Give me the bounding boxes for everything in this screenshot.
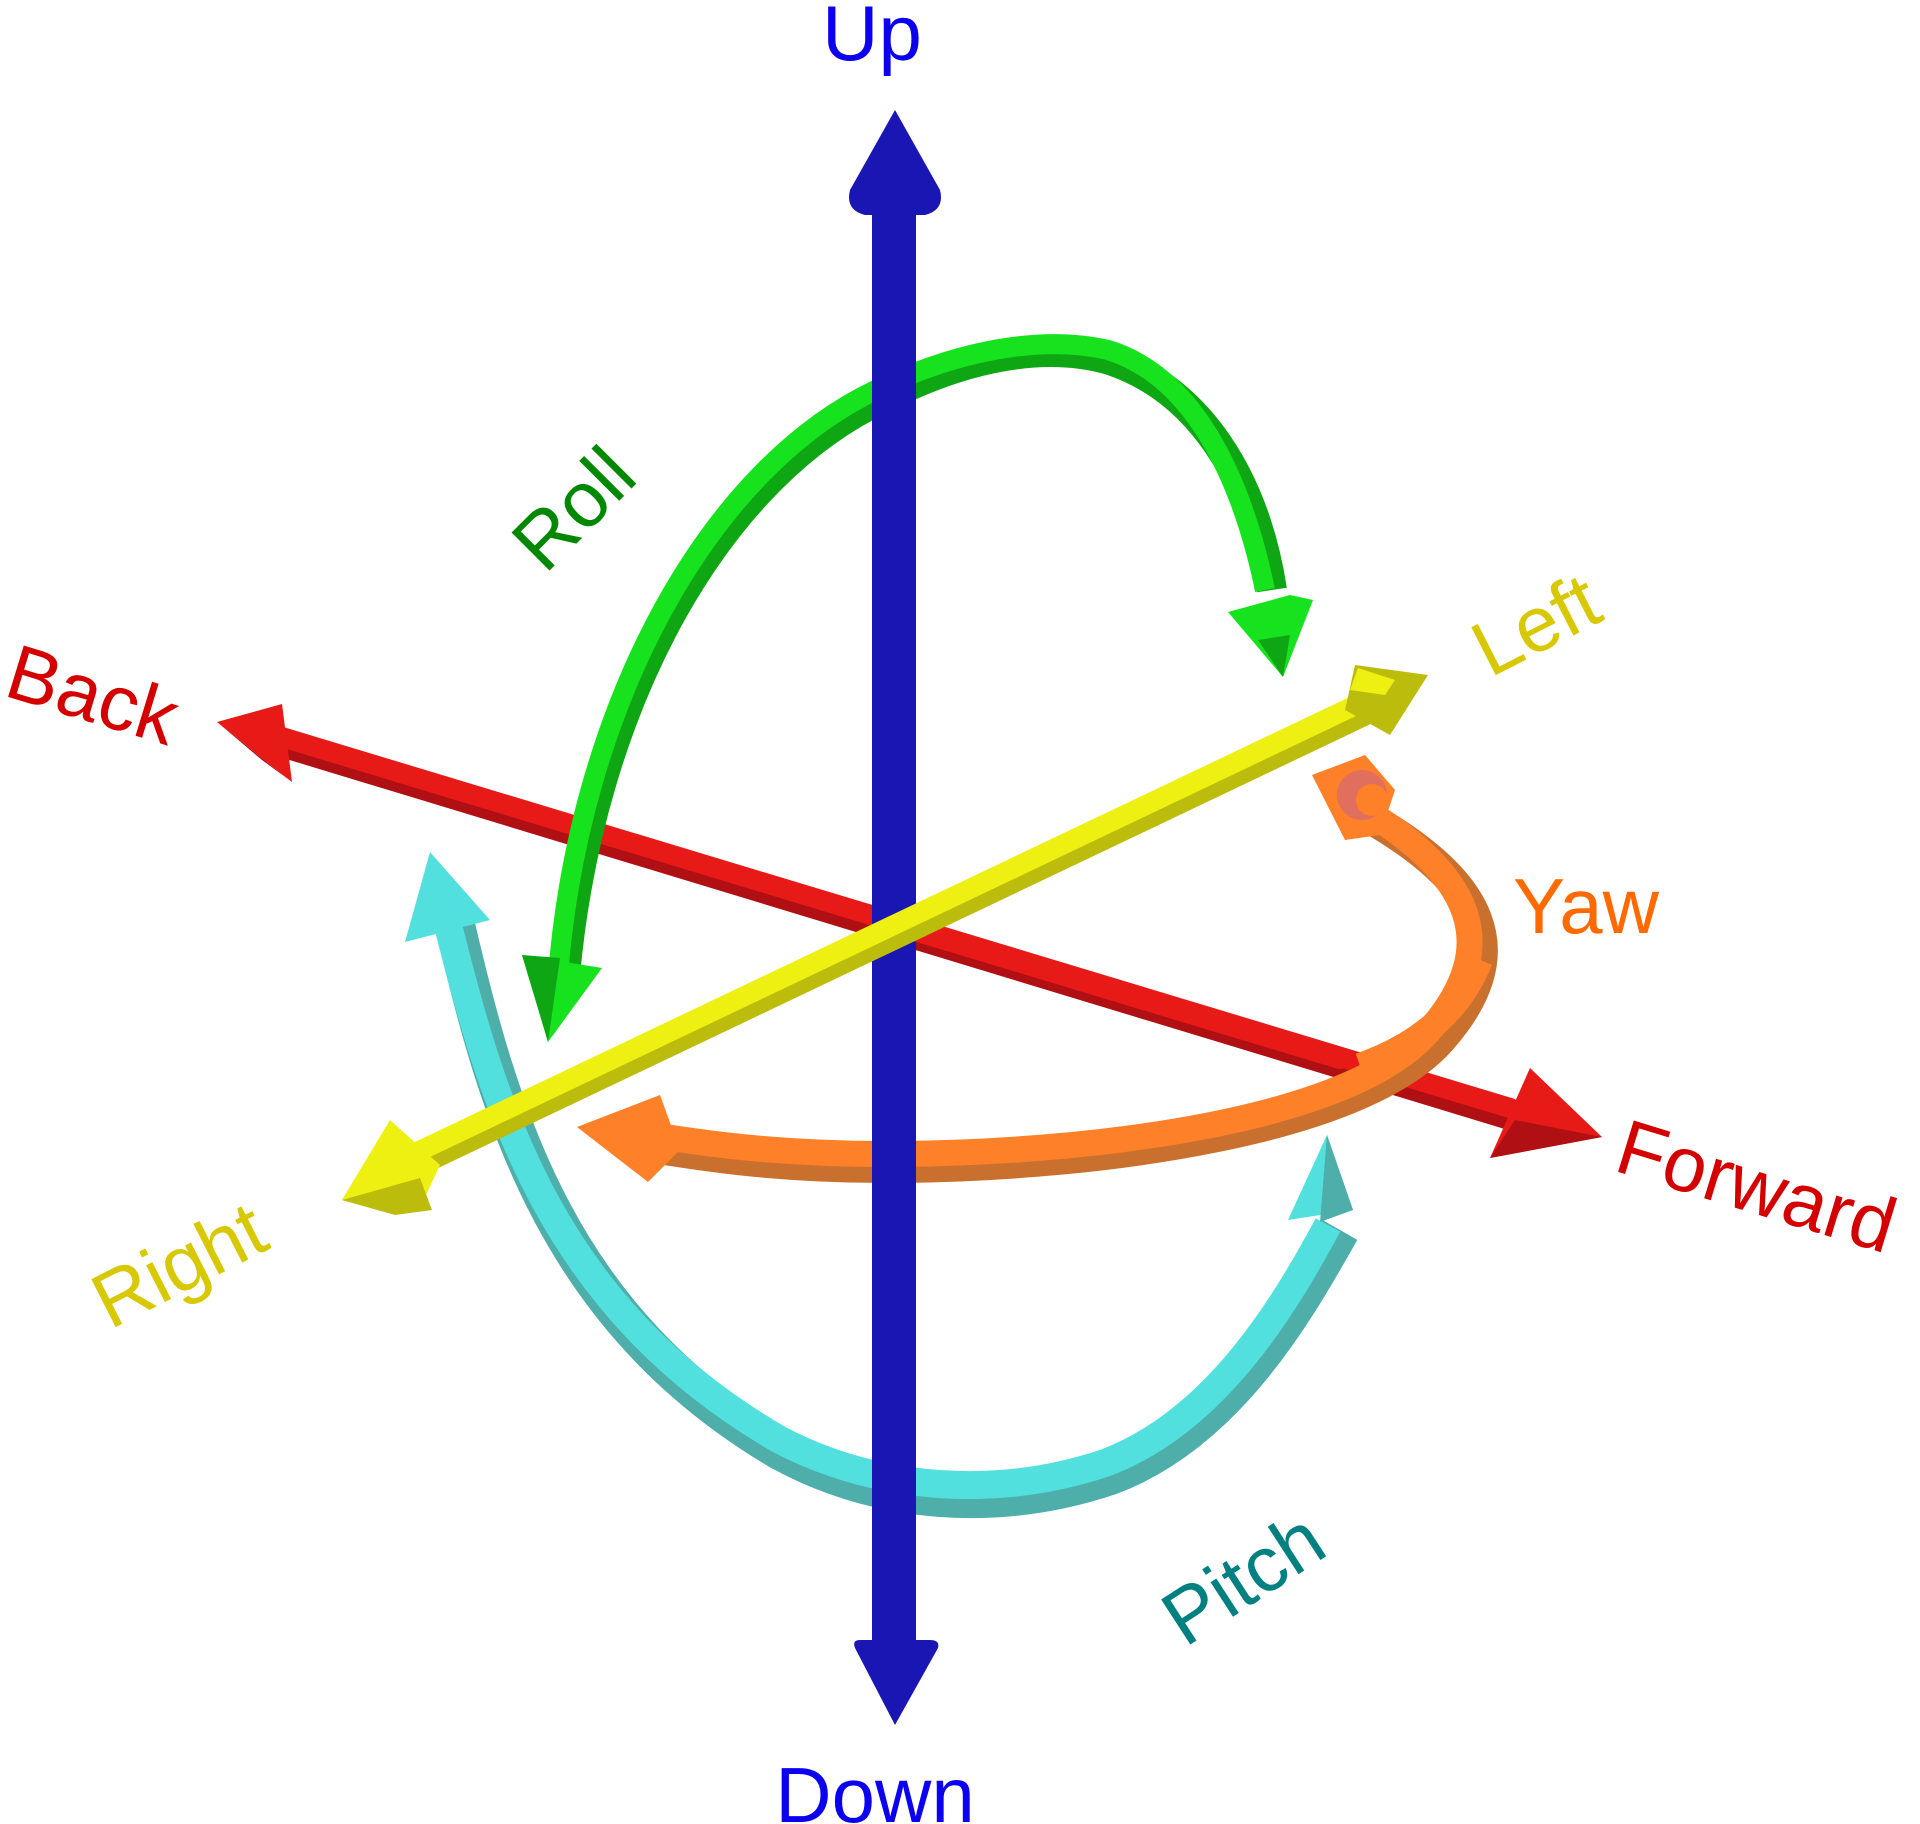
label-down: Down bbox=[775, 1751, 974, 1824]
roll-rotation bbox=[522, 334, 1313, 1042]
yaw-arrowhead-right-icon bbox=[577, 1095, 680, 1182]
forward-arrowhead-shade bbox=[1490, 1120, 1602, 1158]
back-arrowhead-shade bbox=[217, 722, 292, 782]
left-arrowhead-face bbox=[1350, 668, 1395, 695]
roll-arrowhead-right-shade bbox=[1258, 635, 1290, 677]
right-arrowhead-shade bbox=[342, 1178, 432, 1215]
label-back: Back bbox=[0, 627, 190, 762]
roll-arrowhead-left-shade bbox=[522, 955, 560, 1042]
roll-arc-shadow bbox=[550, 337, 1287, 977]
forward-back-shaft-front bbox=[894, 916, 1351, 1069]
roll-arrowhead-right-icon bbox=[1228, 595, 1313, 677]
yaw-rotation bbox=[577, 755, 1498, 1184]
left-right-shaft bbox=[382, 685, 1387, 1174]
down-arrowhead-icon bbox=[854, 1640, 939, 1725]
yaw-arc-front bbox=[1355, 954, 1493, 1079]
roll-arc bbox=[548, 334, 1275, 976]
label-pitch: Pitch bbox=[1146, 1494, 1339, 1662]
back-arrowhead-icon bbox=[217, 704, 292, 782]
yaw-arc bbox=[637, 798, 1483, 1168]
pitch-arrowhead-right-shade bbox=[1320, 1135, 1353, 1222]
label-forward: Forward bbox=[1607, 1102, 1906, 1270]
left-right-axis bbox=[342, 665, 1428, 1215]
yaw-arrowhead-top-cap bbox=[1356, 784, 1388, 816]
label-up: Up bbox=[822, 0, 922, 77]
up-arrowhead-icon bbox=[849, 110, 941, 215]
label-yaw: Yaw bbox=[1513, 862, 1660, 950]
label-left: Left bbox=[1458, 556, 1614, 694]
label-right: Right bbox=[78, 1184, 280, 1345]
pitch-arrowhead-left-icon bbox=[405, 852, 490, 942]
label-roll: Roll bbox=[495, 430, 652, 587]
